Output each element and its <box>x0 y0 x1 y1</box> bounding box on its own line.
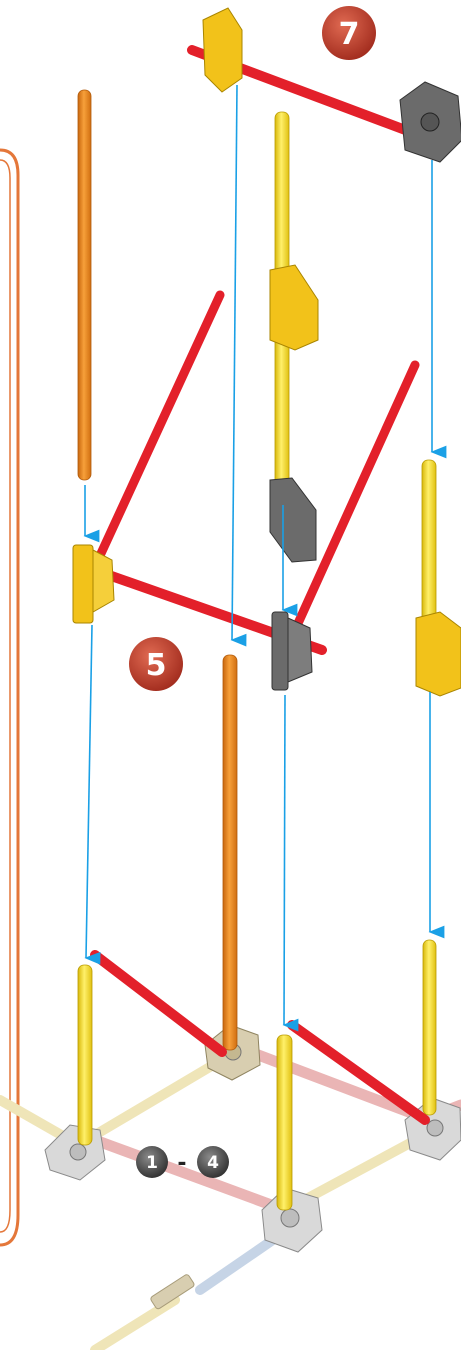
range-separator: - <box>177 1151 186 1176</box>
yellow-connector-right-mid <box>416 612 461 696</box>
red-rod-step5-right-diag <box>295 365 415 630</box>
base-connectors <box>45 1025 461 1252</box>
base-rod-cream-front <box>95 1300 175 1350</box>
assembly-arrows <box>85 85 432 1025</box>
red-rod-base-left <box>95 955 222 1052</box>
gray-connector-top-right <box>400 82 461 162</box>
yellow-rod-right-lower <box>423 940 436 1115</box>
step7-assembly <box>192 8 461 562</box>
arrow-center-long-down <box>284 695 285 1025</box>
step-range-badge: 1 - 4 <box>136 1146 229 1178</box>
orange-rod-center-lower <box>223 655 237 1050</box>
red-rod-step5-left-diag <box>98 295 220 560</box>
step-number-5: 5 <box>146 648 167 683</box>
yellow-connector-center-mid <box>270 265 318 350</box>
base-rod-cream-right <box>295 1135 425 1205</box>
gray-connector-center-low <box>270 478 316 562</box>
step-badge-7: 7 <box>322 6 376 60</box>
yellow-rod-front-lower <box>277 1035 292 1210</box>
base-rod-pink-front <box>95 1140 285 1210</box>
gray-connector-step5-right <box>272 612 312 690</box>
range-start: 1 <box>146 1153 158 1173</box>
step5-assembly <box>73 90 461 696</box>
yellow-rod-left-lower <box>78 965 92 1145</box>
step-badge-5: 5 <box>129 637 183 691</box>
step-number-7: 7 <box>339 17 360 52</box>
yellow-connector-step5-left <box>73 545 114 623</box>
base-rod-blue-front <box>200 1235 280 1290</box>
yellow-connector-top-left <box>203 8 242 92</box>
vertical-rods-lower <box>78 655 436 1210</box>
side-frame <box>0 150 18 1245</box>
arrow-left-long-down <box>86 625 92 958</box>
arrow-top-left-down <box>232 85 237 640</box>
orange-rod-left-top <box>78 90 91 480</box>
range-end: 4 <box>207 1153 219 1173</box>
